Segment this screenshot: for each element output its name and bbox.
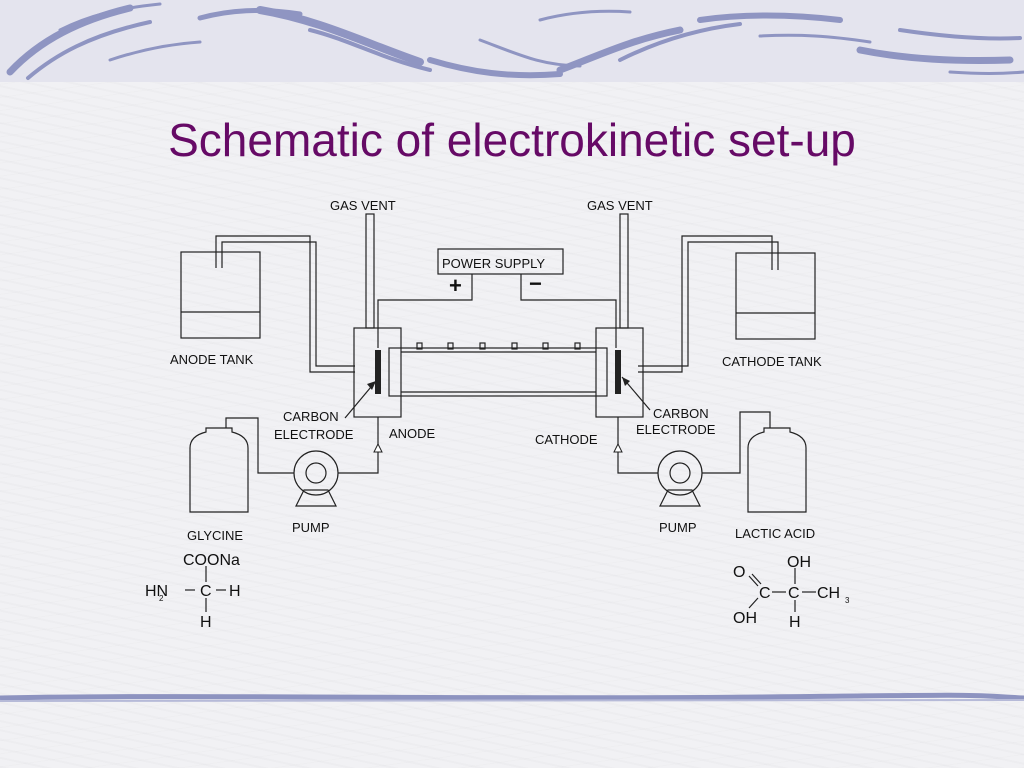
anode-tank	[180, 251, 261, 339]
arrow-left-electrode	[367, 381, 376, 390]
lactic-h-bottom: H	[789, 614, 801, 631]
lactic-c2: C	[788, 585, 800, 602]
anode-tank-label: ANODE TANK	[170, 352, 254, 367]
plus-terminal: +	[449, 273, 462, 298]
glycine-bottle	[189, 427, 249, 513]
cathode-tank-pipe	[638, 235, 773, 373]
flow-arrow-anode	[373, 442, 383, 453]
negative-wire	[520, 274, 617, 348]
pump-left	[293, 450, 339, 496]
lactic-feed-line	[702, 411, 771, 474]
electrode-left-label: ELECTRODE	[274, 427, 354, 442]
glycine-label: GLYCINE	[187, 528, 243, 543]
lactic-ch-subscript: 3	[845, 596, 850, 605]
carbon-electrode-left	[375, 350, 381, 394]
glycine-coona: COONa	[183, 552, 240, 569]
glycine-h-bottom: H	[200, 614, 212, 631]
pump-right-label: PUMP	[659, 520, 697, 535]
cathode-feed-line	[617, 417, 658, 474]
glycine-carbon: C	[200, 583, 212, 600]
power-supply-label: POWER SUPPLY	[442, 256, 545, 271]
lactic-oh-bottom: OH	[733, 610, 757, 627]
lactic-o: O	[733, 564, 745, 581]
lactic-acid-label: LACTIC ACID	[735, 526, 815, 541]
pump-right	[657, 450, 703, 496]
carbon-electrode-right	[615, 350, 621, 394]
cathode-tank-label: CATHODE TANK	[722, 354, 822, 369]
anode-feed-line	[338, 417, 379, 474]
pump-left-label: PUMP	[292, 520, 330, 535]
glycine-feed-line	[225, 417, 294, 474]
arrow-right-electrode	[622, 377, 630, 386]
slide-title: Schematic of electrokinetic set-up	[168, 114, 856, 166]
cathode-label: CATHODE	[535, 432, 598, 447]
carbon-right-label: CARBON	[653, 406, 709, 421]
gas-vent-left-label: GAS VENT	[330, 198, 396, 213]
lactic-oh-top: OH	[787, 554, 811, 571]
banner-swoosh-decoration	[6, 2, 1024, 80]
anode-label: ANODE	[389, 426, 436, 441]
flow-arrow-cathode	[613, 442, 623, 453]
gas-vent-right-label: GAS VENT	[587, 198, 653, 213]
gas-vent-left	[365, 213, 375, 329]
carbon-left-label: CARBON	[283, 409, 339, 424]
slide-background	[0, 82, 1024, 768]
power-supply	[437, 248, 564, 275]
cathode-chamber	[595, 327, 644, 418]
electrode-right-label: ELECTRODE	[636, 422, 716, 437]
header-banner	[0, 0, 1024, 82]
cathode-tank	[735, 252, 816, 340]
glycine-hn-subscript: 2	[159, 594, 164, 603]
gas-vent-right	[619, 213, 629, 329]
lactic-ch: CH	[817, 585, 840, 602]
anode-tank-pipe	[215, 235, 355, 373]
glycine-hn: HN	[145, 583, 168, 600]
positive-wire	[377, 274, 473, 348]
glycine-h-right: H	[229, 583, 241, 600]
minus-terminal: −	[529, 271, 542, 296]
lactic-acid-bottle	[747, 427, 807, 513]
soil-cell	[388, 347, 608, 397]
bottom-divider	[0, 692, 1024, 702]
lactic-c1: C	[759, 585, 771, 602]
